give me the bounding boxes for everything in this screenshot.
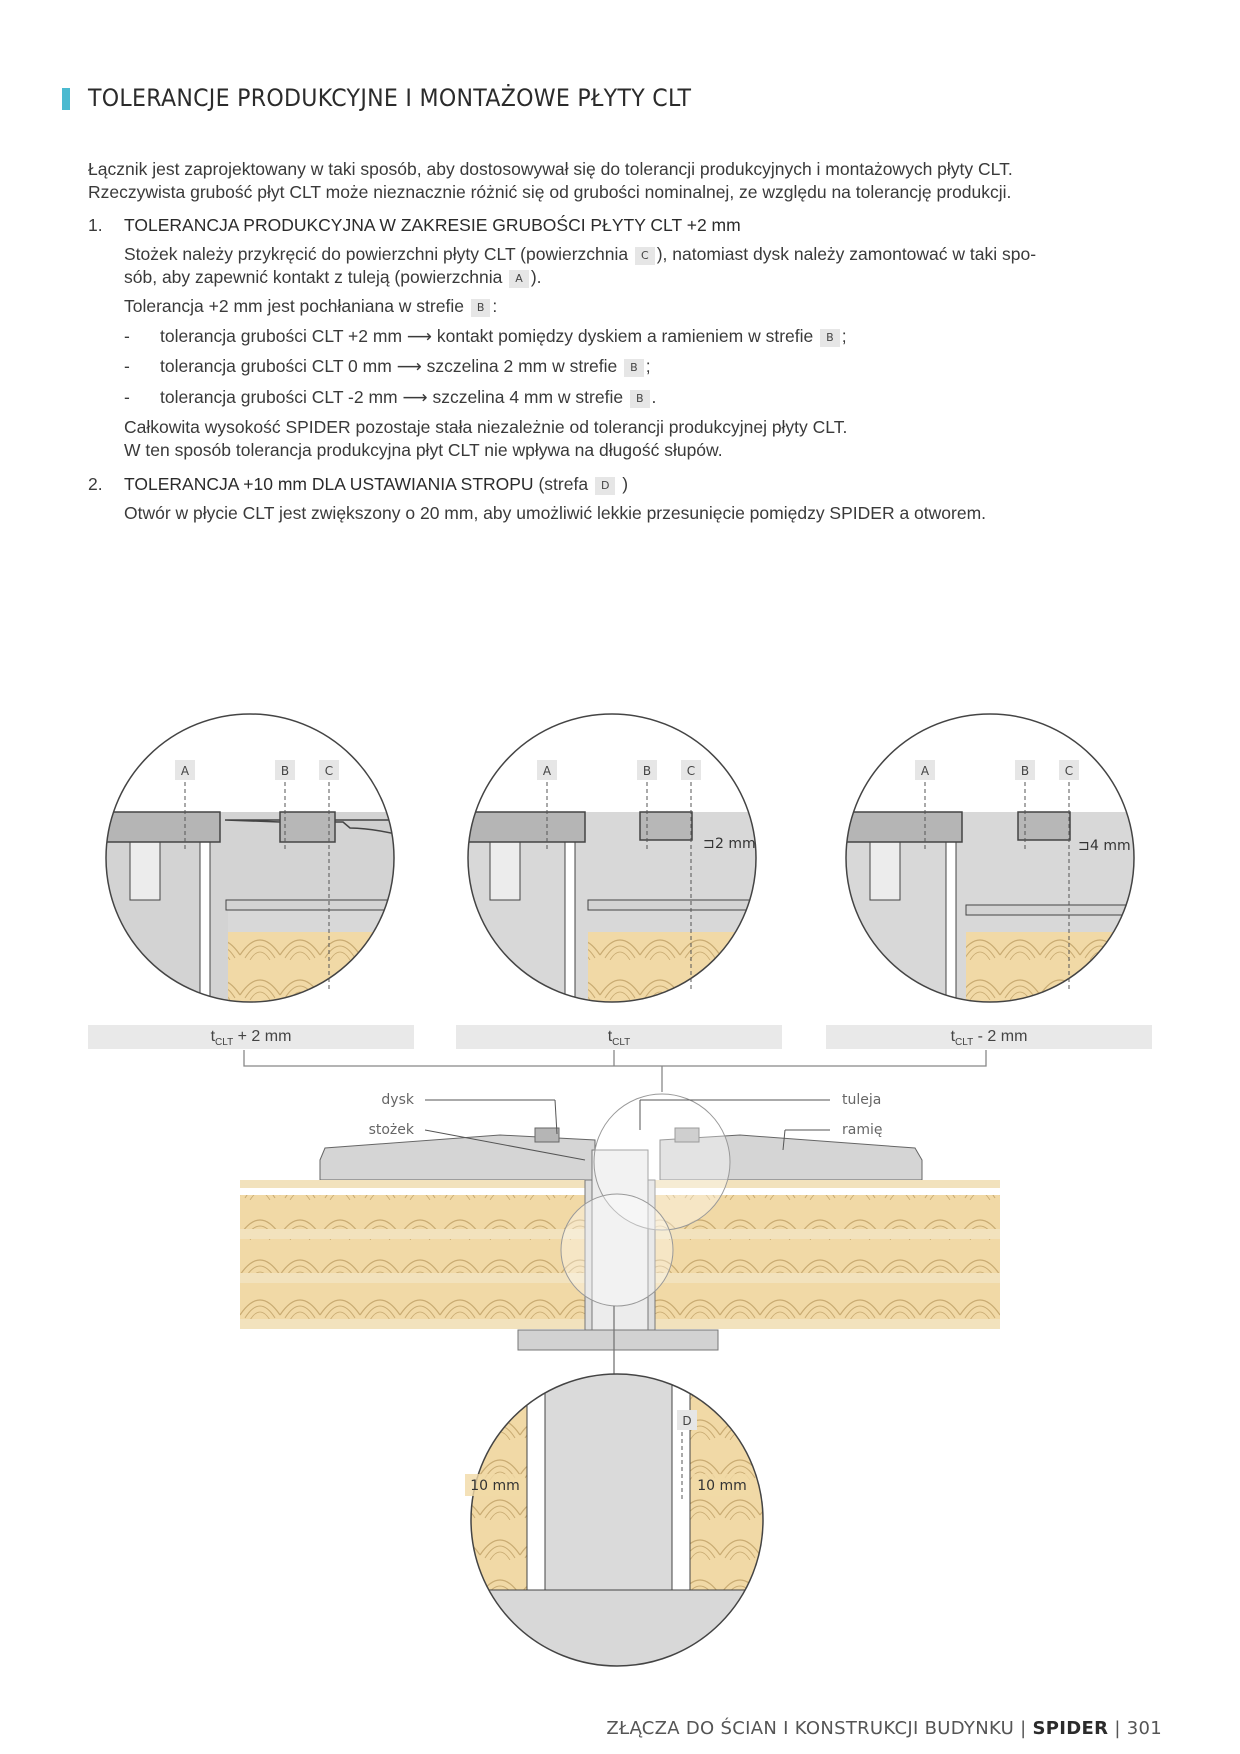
bullet-3-b: szczelina 4 mm w strefie — [432, 387, 624, 407]
item1-p1a: Stożek należy przykręcić do powierzchni … — [124, 244, 629, 264]
item1-para2: Tolerancja +2 mm jest pochłaniana w stre… — [124, 295, 497, 318]
footer-separator: | — [1114, 1718, 1121, 1739]
label-bar-plus2: tCLT + 2 mm — [88, 1025, 414, 1049]
list-item-1: 1. TOLERANCJA PRODUKCYJNA W ZAKRESIE GRU… — [88, 214, 1158, 237]
item1-p1b: ), natomiast dysk należy zamontować w ta… — [656, 244, 1037, 264]
callouts: dysk stożek tuleja ramię — [369, 1092, 882, 1161]
bullet-2-end: ; — [645, 356, 651, 376]
item1-p1d: ). — [530, 267, 542, 287]
zone-tag-b: B — [629, 390, 650, 408]
svg-text:2 mm: 2 mm — [715, 836, 756, 852]
svg-text:C: C — [687, 764, 695, 778]
svg-text:A: A — [181, 764, 190, 778]
t-symbol: t — [607, 1028, 613, 1045]
zone-labels-3: A B C ⊐ 4 mm — [915, 760, 1131, 990]
detail-circle-2 — [468, 714, 756, 1002]
bullet-1-end: ; — [841, 326, 847, 346]
t-subscript: CLT — [955, 1037, 974, 1049]
arrow-icon: ⟶ — [402, 388, 428, 408]
page-number: 301 — [1126, 1718, 1162, 1739]
bullet-3: - tolerancja grubości CLT -2 mm ⟶ szczel… — [124, 386, 1024, 409]
item1-p2-end: : — [492, 296, 498, 316]
item1-heading: TOLERANCJA PRODUKCYJNA W ZAKRESIE GRUBOŚ… — [124, 215, 741, 235]
svg-text:C: C — [325, 764, 333, 778]
svg-text:B: B — [1021, 764, 1029, 778]
bullet-3-a: tolerancja grubości CLT -2 mm — [160, 387, 398, 407]
svg-text:A: A — [921, 764, 930, 778]
label-ramie: ramię — [842, 1122, 882, 1138]
svg-text:4 mm: 4 mm — [1090, 838, 1131, 854]
label-stozek: stożek — [369, 1122, 415, 1138]
dim-left: 10 mm — [470, 1478, 520, 1494]
svg-text:⊐: ⊐ — [1078, 838, 1090, 854]
item2-paren-open: (strefa — [538, 474, 589, 494]
bullet-2: - tolerancja grubości CLT 0 mm ⟶ szczeli… — [124, 355, 1024, 378]
item1-p1c: sób, aby zapewnić kontakt z tuleją (powi… — [124, 267, 503, 287]
label-bar-1-rest: + 2 mm — [233, 1028, 292, 1045]
item1-p2: Tolerancja +2 mm jest pochłaniana w stre… — [124, 296, 464, 316]
bullet-2-a: tolerancja grubości CLT 0 mm — [160, 356, 392, 376]
detail-circle-1 — [106, 714, 394, 1002]
zone-label-d: D — [682, 1414, 691, 1428]
list-item-2: 2. TOLERANCJA +10 mm DLA USTAWIANIA STRO… — [88, 473, 1158, 496]
item1-para1: Stożek należy przykręcić do powierzchni … — [124, 243, 1164, 289]
intro-line-2: Rzeczywista grubość płyt CLT może niezna… — [88, 182, 1012, 202]
arrow-icon: ⟶ — [406, 327, 432, 347]
zone-labels-1: A B C — [175, 760, 339, 990]
label-bar-3-rest: - 2 mm — [973, 1028, 1028, 1045]
dash: - — [124, 387, 130, 407]
t-subscript: CLT — [215, 1037, 234, 1049]
item1-p3: Całkowita wysokość SPIDER pozostaje stał… — [124, 417, 848, 437]
label-bar-nominal: tCLT — [456, 1025, 782, 1049]
zone-tag-c: C — [635, 247, 655, 265]
svg-text:A: A — [543, 764, 552, 778]
arrow-icon: ⟶ — [396, 357, 422, 377]
svg-text:B: B — [281, 764, 289, 778]
detail-circle-3 — [846, 714, 1134, 1002]
bullet-1-b: kontakt pomiędzy dyskiem a ramieniem w s… — [436, 326, 814, 346]
svg-text:⊐: ⊐ — [703, 836, 715, 852]
dash: - — [124, 326, 130, 346]
t-subscript: CLT — [612, 1037, 631, 1049]
bullet-3-end: . — [651, 387, 657, 407]
bullet-1: - tolerancja grubości CLT +2 mm ⟶ kontak… — [124, 325, 1024, 348]
zone-tag-d: D — [594, 477, 616, 495]
intro-line-1: Łącznik jest zaprojektowany w taki sposó… — [88, 159, 1013, 179]
title-accent-bar — [62, 88, 70, 110]
bullet-1-a: tolerancja grubości CLT +2 mm — [160, 326, 403, 346]
label-dysk: dysk — [381, 1092, 414, 1108]
t-symbol: t — [950, 1028, 956, 1045]
item2-para: Otwór w płycie CLT jest zwiększony o 20 … — [124, 503, 987, 523]
zone-tag-b: B — [820, 329, 840, 347]
dim-right: 10 mm — [697, 1478, 747, 1494]
item2-paren-close: ) — [622, 474, 629, 494]
footer-product: SPIDER — [1032, 1718, 1109, 1739]
section-view — [240, 1093, 1000, 1351]
detail-circle-bottom — [471, 1374, 763, 1666]
item1-p4: W ten sposób tolerancja produkcyjna płyt… — [124, 440, 723, 460]
list-number-2: 2. — [88, 474, 103, 494]
list-number-1: 1. — [88, 215, 103, 235]
footer-section: ZŁĄCZA DO ŚCIAN I KONSTRUKCJI BUDYNKU — [606, 1718, 1015, 1739]
intro-paragraph: Łącznik jest zaprojektowany w taki sposó… — [88, 158, 1148, 204]
svg-text:B: B — [643, 764, 651, 778]
zone-tag-b: B — [624, 359, 644, 377]
zone-labels-2: A B C ⊐ 2 mm — [537, 760, 756, 990]
zone-tag-a: A — [509, 270, 529, 288]
dash: - — [124, 356, 130, 376]
page-footer: ZŁĄCZA DO ŚCIAN I KONSTRUKCJI BUDYNKU | … — [606, 1718, 1162, 1739]
label-tuleja: tuleja — [842, 1092, 881, 1108]
footer-separator: | — [1020, 1718, 1027, 1739]
item2-heading: TOLERANCJA +10 mm DLA USTAWIANIA STROPU — [124, 474, 534, 494]
item1-para3: Całkowita wysokość SPIDER pozostaje stał… — [124, 416, 1124, 462]
page-title: TOLERANCJE PRODUKCYJNE I MONTAŻOWE PŁYTY… — [88, 84, 692, 112]
zone-tag-b: B — [470, 299, 491, 317]
label-bar-minus2: tCLT - 2 mm — [826, 1025, 1152, 1049]
t-symbol: t — [210, 1028, 216, 1045]
bullet-2-b: szczelina 2 mm w strefie — [426, 356, 618, 376]
svg-text:C: C — [1065, 764, 1073, 778]
